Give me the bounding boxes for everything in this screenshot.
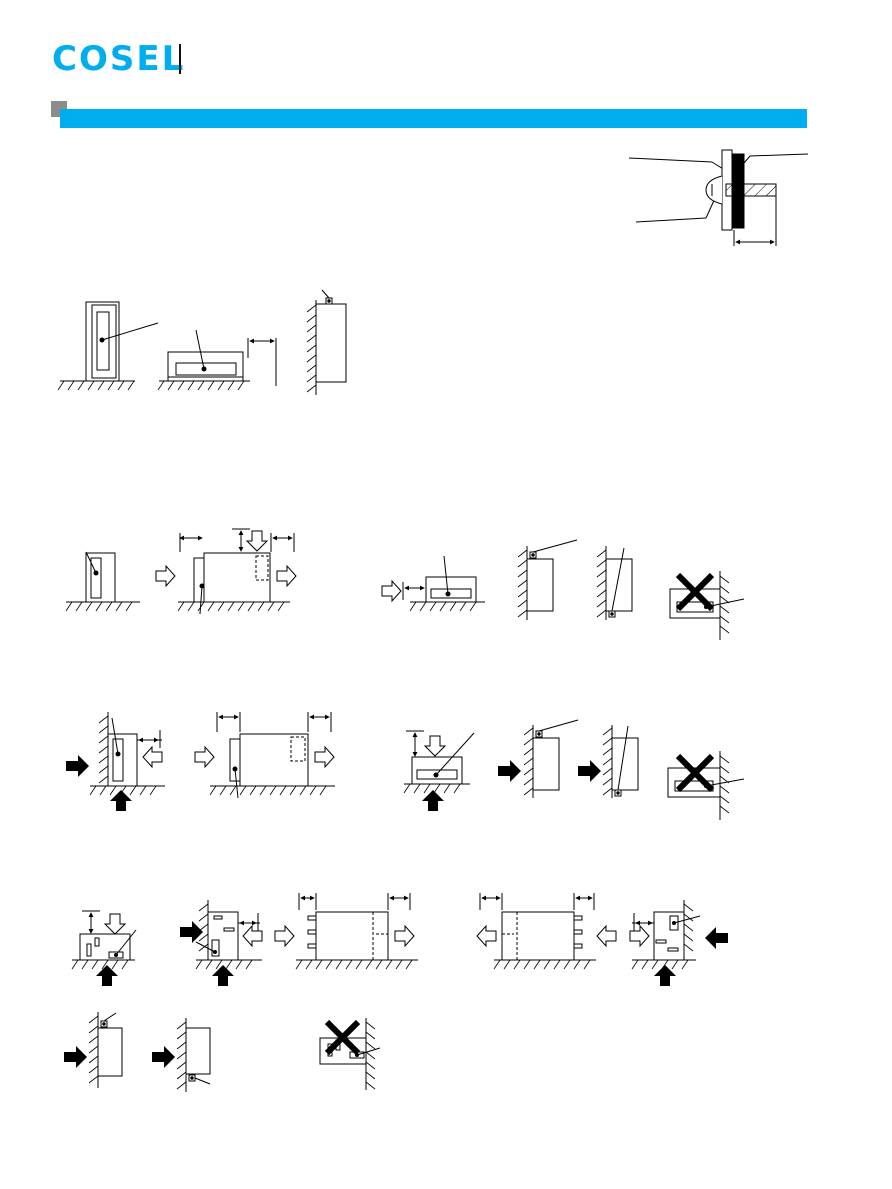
screw-detail-diagram [628, 149, 809, 246]
row1-orientations [57, 289, 347, 395]
x-mark-icon [675, 753, 715, 793]
logo-divider [179, 44, 181, 74]
x-mark-icon [324, 1019, 361, 1056]
arrow-solid-icon [66, 755, 601, 811]
row5-wall-mount [88, 1012, 381, 1092]
row4-side-mount [71, 893, 701, 970]
x-mark-icon [675, 572, 715, 612]
arrow-solid-icon [96, 921, 728, 986]
section-header-bar [60, 109, 807, 128]
cosel-logo: COSEL [52, 39, 186, 79]
row3-forced-air [89, 712, 745, 820]
row2-convection [65, 528, 745, 640]
arrow-solid-icon [64, 1046, 175, 1068]
